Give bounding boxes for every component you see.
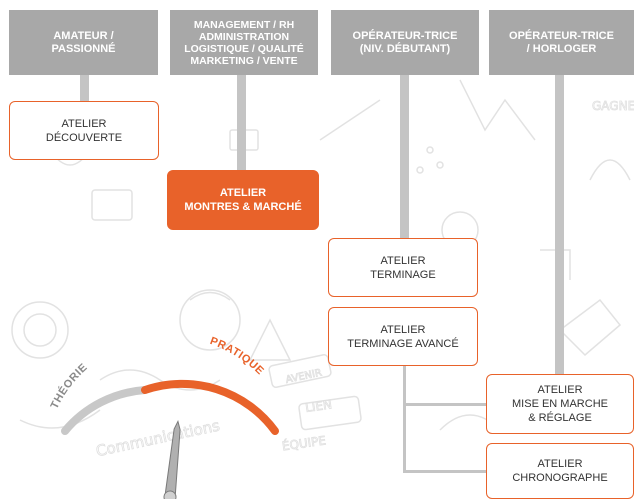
header-amateur: AMATEUR / PASSIONNÉ [9, 10, 158, 75]
header-horloger: OPÉRATEUR-TRICE / HORLOGER [489, 10, 634, 75]
connector-branch-chrono [403, 470, 487, 473]
connector-debutant [400, 75, 409, 238]
header-debutant: OPÉRATEUR-TRICE (NIV. DÉBUTANT) [331, 10, 479, 75]
gauge-left-label: THÉORIE [49, 361, 90, 411]
connector-debutant-lower [403, 366, 406, 473]
header-management: MANAGEMENT / RH ADMINISTRATION LOGISTIQU… [170, 10, 318, 75]
workshop-chronographe[interactable]: ATELIER CHRONOGRAPHE [486, 443, 634, 499]
svg-text:THÉORIE: THÉORIE [49, 361, 90, 411]
connector-horloger [555, 75, 564, 377]
bg-word-equipe: ÉQUIPE [281, 432, 327, 453]
bg-word-lien: LIEN [304, 397, 332, 415]
workshop-terminage-avance[interactable]: ATELIER TERMINAGE AVANCÉ [328, 307, 478, 366]
connector-amateur [80, 75, 89, 102]
workshop-mise-en-marche[interactable]: ATELIER MISE EN MARCHE & RÉGLAGE [486, 374, 634, 434]
gauge-practice-arc [141, 379, 279, 435]
header-amateur-label: AMATEUR / PASSIONNÉ [51, 29, 116, 55]
gauge-right-label: PRATIQUE [208, 335, 265, 377]
header-debutant-label: OPÉRATEUR-TRICE (NIV. DÉBUTANT) [352, 29, 458, 55]
bg-word-gagner: GAGNER [592, 99, 634, 113]
gauge-theory-arc [61, 386, 149, 435]
connector-branch-mise [403, 403, 487, 406]
svg-text:PRATIQUE: PRATIQUE [208, 335, 266, 377]
header-management-label: MANAGEMENT / RH ADMINISTRATION LOGISTIQU… [184, 18, 304, 67]
workshop-decouverte[interactable]: ATELIER DÉCOUVERTE [9, 101, 159, 160]
connector-management [237, 75, 246, 171]
workshop-montres-marche[interactable]: ATELIER MONTRES & MARCHÉ [167, 170, 319, 230]
gauge-needle [163, 420, 181, 499]
workshop-terminage[interactable]: ATELIER TERMINAGE [328, 238, 478, 297]
header-horloger-label: OPÉRATEUR-TRICE / HORLOGER [509, 29, 614, 55]
